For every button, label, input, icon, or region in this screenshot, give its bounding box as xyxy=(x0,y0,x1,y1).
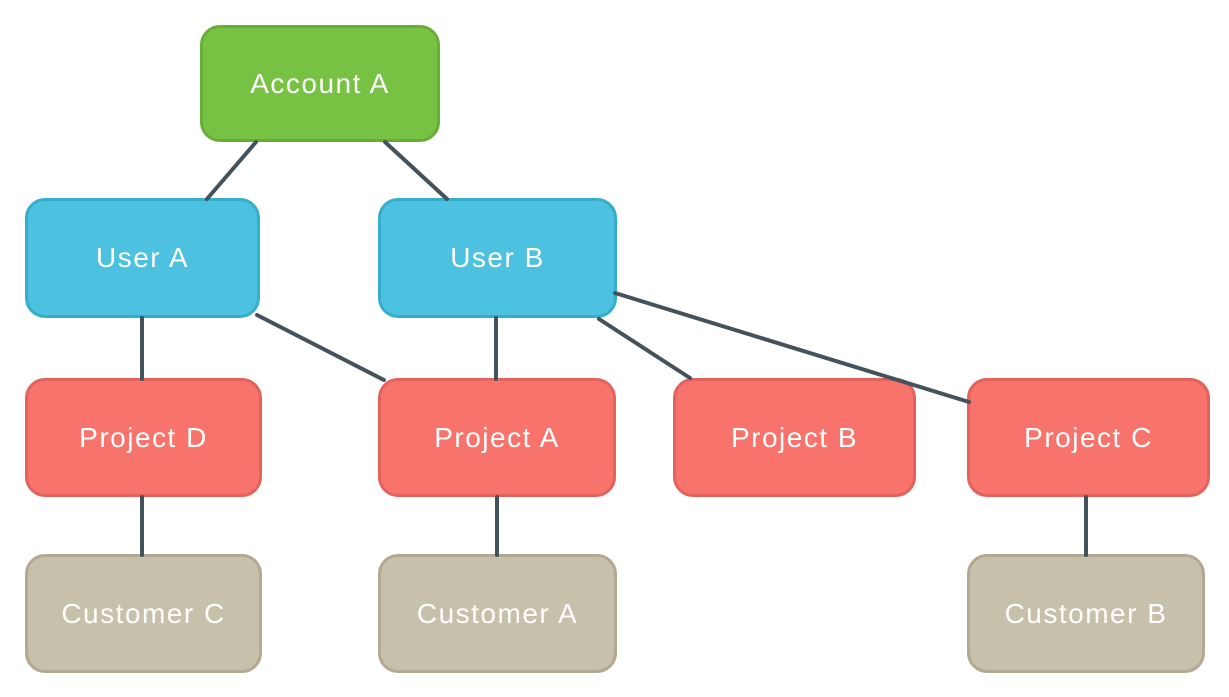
node-customer-a: Customer A xyxy=(378,554,617,673)
node-label: Customer A xyxy=(416,597,579,629)
node-label: Project D xyxy=(79,421,208,453)
node-account-a: Account A xyxy=(200,25,440,142)
node-project-d: Project D xyxy=(25,378,262,497)
node-label: Customer B xyxy=(1004,597,1168,629)
node-label: Account A xyxy=(250,67,390,99)
node-project-b: Project B xyxy=(673,378,916,497)
node-project-c: Project C xyxy=(967,378,1210,497)
node-label: User B xyxy=(450,242,545,273)
node-customer-b: Customer B xyxy=(967,554,1205,673)
node-user-b: User B xyxy=(378,198,617,318)
node-customer-c: Customer C xyxy=(25,554,262,673)
node-label: Project C xyxy=(1024,421,1153,453)
node-label: User A xyxy=(95,242,190,273)
node-label: Project B xyxy=(730,421,859,453)
node-label: Customer C xyxy=(61,597,226,629)
node-project-a: Project A xyxy=(378,378,616,497)
node-user-a: User A xyxy=(25,198,260,318)
node-label: Project A xyxy=(434,421,560,453)
